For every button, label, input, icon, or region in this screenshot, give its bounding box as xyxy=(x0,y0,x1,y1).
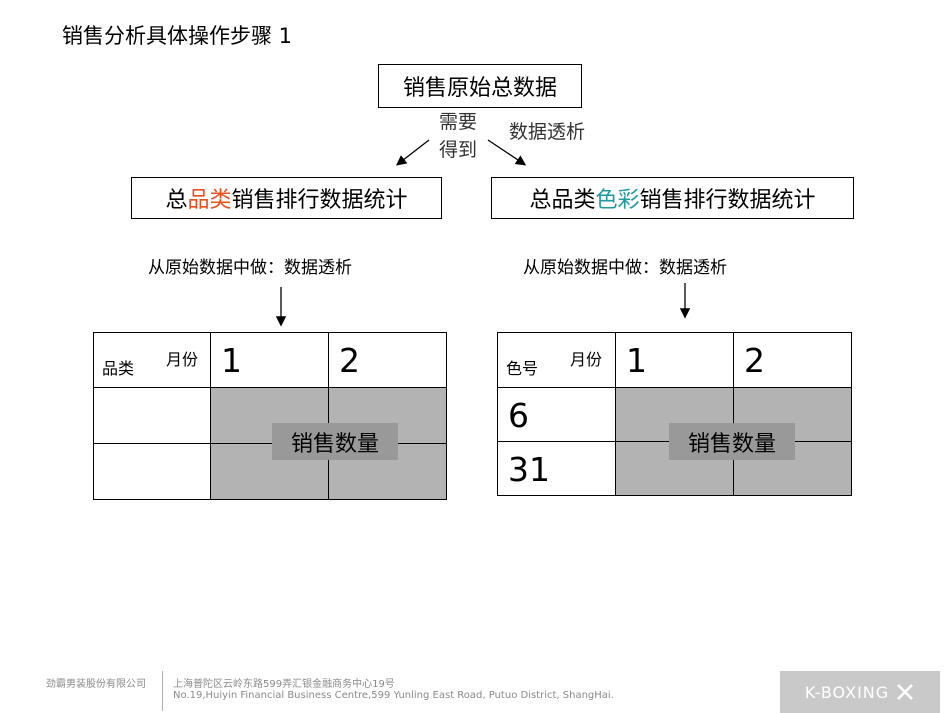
month-cell: 2 xyxy=(733,332,852,388)
category-ranking-highlight: 品类 xyxy=(187,188,232,213)
row-header: 品类 xyxy=(102,359,135,378)
color-ranking-part3: 销售排行数据统计 xyxy=(639,188,816,213)
arrow-left xyxy=(395,139,430,166)
page-title: 销售分析具体操作步骤 1 xyxy=(62,24,293,48)
row-label-cell: 31 xyxy=(497,441,616,496)
color-pivot-table: 色号 月份 1 2 6 31 xyxy=(497,332,852,496)
color-ranking-part1: 总品类 xyxy=(529,188,596,213)
color-ranking-highlight: 色彩 xyxy=(595,188,640,213)
header-cell: 品类 月份 xyxy=(93,332,211,388)
value-cell xyxy=(733,441,852,496)
from-raw-note-right: 从原始数据中做：数据透析 xyxy=(523,258,727,278)
row-header: 色号 xyxy=(506,359,539,378)
month-label: 2 xyxy=(339,341,360,380)
footer-divider xyxy=(162,671,163,711)
category-ranking-box: 总品类销售排行数据统计 xyxy=(131,177,442,219)
month-cell: 2 xyxy=(328,332,447,388)
need-label-line2: 得到 xyxy=(438,139,477,161)
header-cell: 色号 月份 xyxy=(497,332,616,388)
category-pivot-table: 品类 月份 1 2 xyxy=(93,332,447,500)
month-label: 1 xyxy=(221,341,242,380)
category-ranking-part1: 总 xyxy=(165,188,188,213)
row-label-cell xyxy=(93,443,211,500)
need-label-line1: 需要 xyxy=(438,111,477,133)
col-header: 月份 xyxy=(166,350,199,369)
category-ranking-part3: 销售排行数据统计 xyxy=(231,188,408,213)
color-ranking-box: 总品类色彩销售排行数据统计 xyxy=(491,177,854,219)
footer-company: 劲霸男装股份有限公司 xyxy=(46,679,146,690)
pivot-label: 数据透析 xyxy=(509,121,586,143)
footer-address-en: No.19,Huiyin Financial Business Centre,5… xyxy=(173,690,614,701)
need-label: 需要 得到 xyxy=(434,108,482,164)
sales-quantity-label: 销售数量 xyxy=(272,423,398,460)
row-label: 6 xyxy=(508,396,529,435)
arrow-right xyxy=(487,139,527,166)
footer-address-cn: 上海普陀区云岭东路599弄汇银金融商务中心19号 xyxy=(173,679,395,690)
from-raw-note-left: 从原始数据中做：数据透析 xyxy=(148,258,352,278)
raw-data-label: 销售原始总数据 xyxy=(402,76,557,101)
row-label-cell xyxy=(93,387,211,444)
brand-logo: K-BOXING xyxy=(780,671,940,713)
col-header: 月份 xyxy=(570,350,603,369)
value-cell xyxy=(210,443,329,500)
brand-logo-text: K-BOXING xyxy=(804,682,890,702)
crossed-tools-icon xyxy=(897,684,914,700)
row-label: 31 xyxy=(508,450,550,489)
month-label: 2 xyxy=(744,341,765,380)
raw-data-box: 销售原始总数据 xyxy=(378,64,582,108)
month-cell: 1 xyxy=(210,332,329,388)
month-label: 1 xyxy=(626,341,647,380)
month-cell: 1 xyxy=(615,332,734,388)
sales-quantity-label: 销售数量 xyxy=(669,423,795,460)
row-label-cell: 6 xyxy=(497,387,616,442)
